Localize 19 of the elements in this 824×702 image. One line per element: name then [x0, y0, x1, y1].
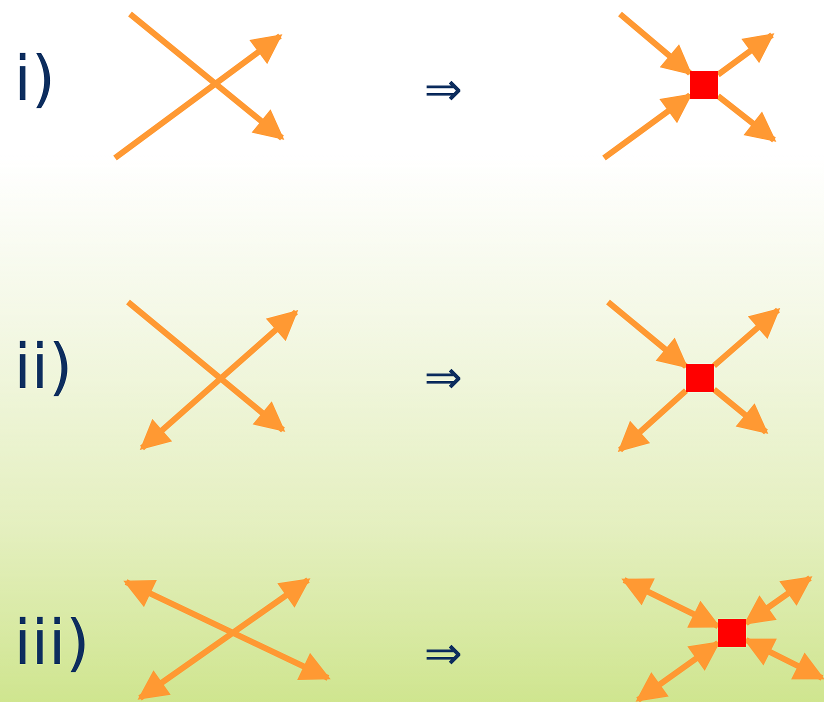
- arrow: [744, 576, 812, 626]
- arrow: [716, 32, 774, 78]
- arrow: [712, 387, 768, 434]
- arrow: [636, 640, 720, 702]
- implies-arrow: ⇒: [424, 354, 463, 400]
- arrow: [712, 308, 780, 368]
- case-label: iii): [14, 612, 90, 674]
- junction-square: [718, 619, 746, 647]
- junction-square: [690, 71, 718, 99]
- arrow: [618, 12, 692, 76]
- arrow: [716, 94, 776, 142]
- junction-square: [686, 364, 714, 392]
- arrow: [618, 388, 688, 452]
- arrow: [606, 300, 688, 369]
- arrow: [602, 92, 692, 160]
- case-label: ii): [14, 336, 73, 398]
- implies-arrow: ⇒: [424, 630, 463, 676]
- implies-arrow: ⇒: [424, 66, 463, 112]
- case-label: i): [14, 48, 56, 110]
